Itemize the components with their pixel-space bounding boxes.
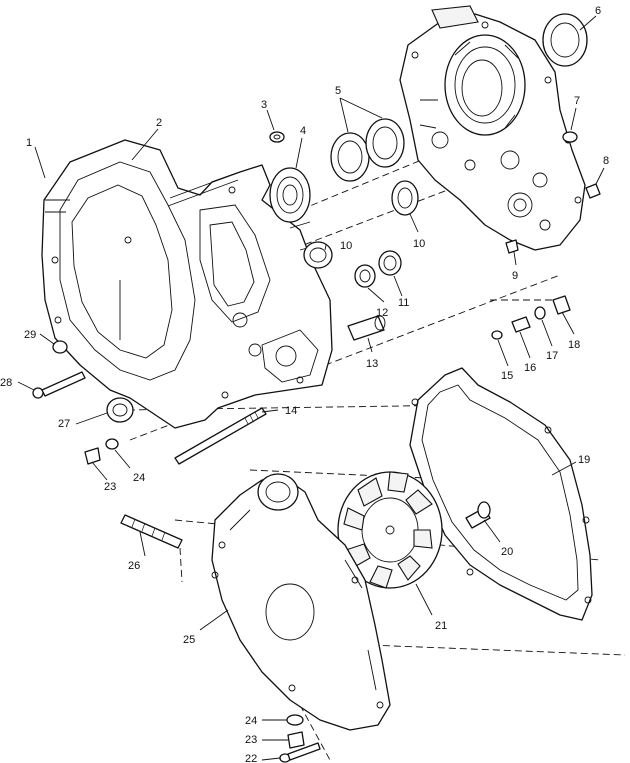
callout-20: 20 [501,546,513,558]
callout-11: 11 [398,297,409,309]
bearing-4 [269,167,311,223]
cap-13 [347,315,386,341]
plug-29 [52,340,68,354]
washer-24-left [105,438,119,450]
callout-1: 1 [26,137,32,149]
callout-5: 5 [335,85,341,97]
callout-18: 18 [568,339,580,351]
callout-10a: 10 [413,238,425,250]
callout-26: 26 [128,560,140,572]
bearing-10-upper [391,180,419,216]
callout-13: 13 [366,358,378,370]
callout-28: 28 [0,377,12,389]
flywheel-rotor-21 [337,471,443,589]
callout-14: 14 [285,405,297,417]
bolt-20 [465,501,491,529]
callout-8: 8 [603,155,609,167]
callout-19: 19 [578,454,590,466]
callout-25: 25 [183,634,195,646]
right-crankcase [399,5,586,251]
cover-gasket-19 [409,367,593,621]
callout-16: 16 [524,362,536,374]
bolt-23-bottom [287,731,305,749]
callout-21: 21 [435,620,447,632]
callout-22: 22 [245,753,257,763]
callout-15: 15 [501,370,513,382]
callout-24b: 24 [245,715,257,727]
callout-23a: 23 [104,481,116,493]
oil-seal-6 [542,13,588,67]
callout-9: 9 [512,270,518,282]
callout-27: 27 [58,418,70,430]
callout-23b: 23 [245,734,257,746]
left-crankcase [41,139,333,429]
callout-17: 17 [546,350,558,362]
dowel-pin-7 [562,131,578,143]
callout-7: 7 [574,95,580,107]
seal-11 [378,250,402,276]
callout-29: 29 [24,329,36,341]
callout-labels: 1 2 3 4 5 6 7 8 9 10 10 11 12 13 14 15 1… [0,5,609,763]
bearing-5 [330,118,405,182]
small-parts-15-18 [491,295,571,340]
callout-4: 4 [300,125,306,137]
stud-14 [174,407,267,465]
callout-6: 6 [595,5,601,17]
callout-12: 12 [376,307,388,319]
callout-10b: 10 [340,240,352,252]
callout-2: 2 [156,117,162,129]
drive-belt-26 [120,514,183,549]
bolt-23-left [84,447,101,465]
bearing-10-lower [303,241,333,269]
plug-8 [585,183,601,199]
callout-3: 3 [261,99,267,111]
pin-9 [505,239,519,254]
leader-lines [17,15,605,761]
seal-12 [354,264,376,288]
washer-24-bottom [286,714,304,726]
bolt-22 [279,742,321,763]
bolt-28 [32,371,86,399]
seal-27 [106,397,134,423]
dowel-pin-3 [269,131,285,143]
callout-24a: 24 [133,472,145,484]
stator-cover-25 [211,473,391,731]
